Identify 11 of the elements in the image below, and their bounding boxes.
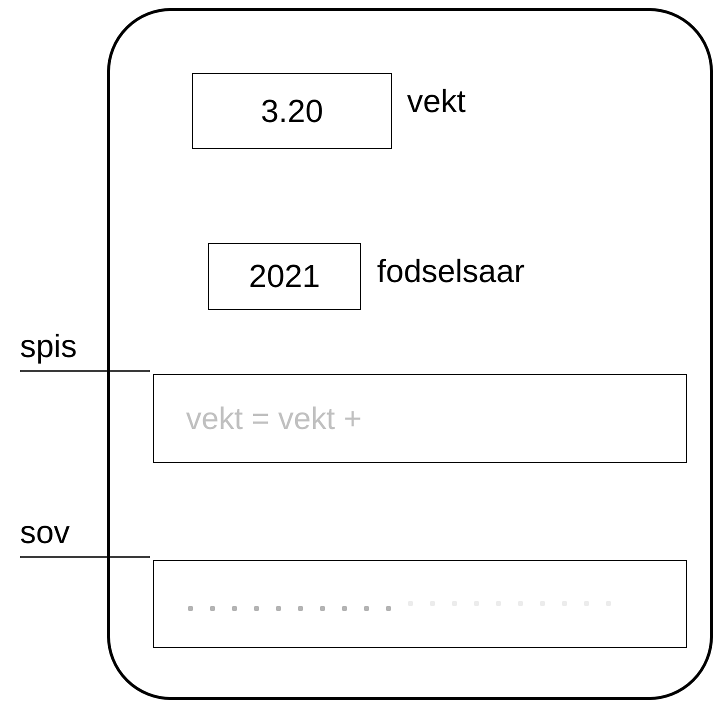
leader-line bbox=[20, 370, 150, 372]
leader-line bbox=[20, 556, 150, 558]
empty-box bbox=[153, 560, 687, 648]
value-box: 3.20 bbox=[192, 73, 392, 149]
method-name: spis bbox=[20, 326, 106, 371]
field-label: vekt bbox=[407, 83, 466, 120]
value-box: 2021 bbox=[208, 243, 361, 310]
field-label: fodselsaar bbox=[377, 253, 525, 290]
rounded-frame bbox=[107, 8, 713, 700]
method-name: sov bbox=[20, 512, 90, 557]
method-box: vekt = vekt + bbox=[153, 374, 687, 463]
